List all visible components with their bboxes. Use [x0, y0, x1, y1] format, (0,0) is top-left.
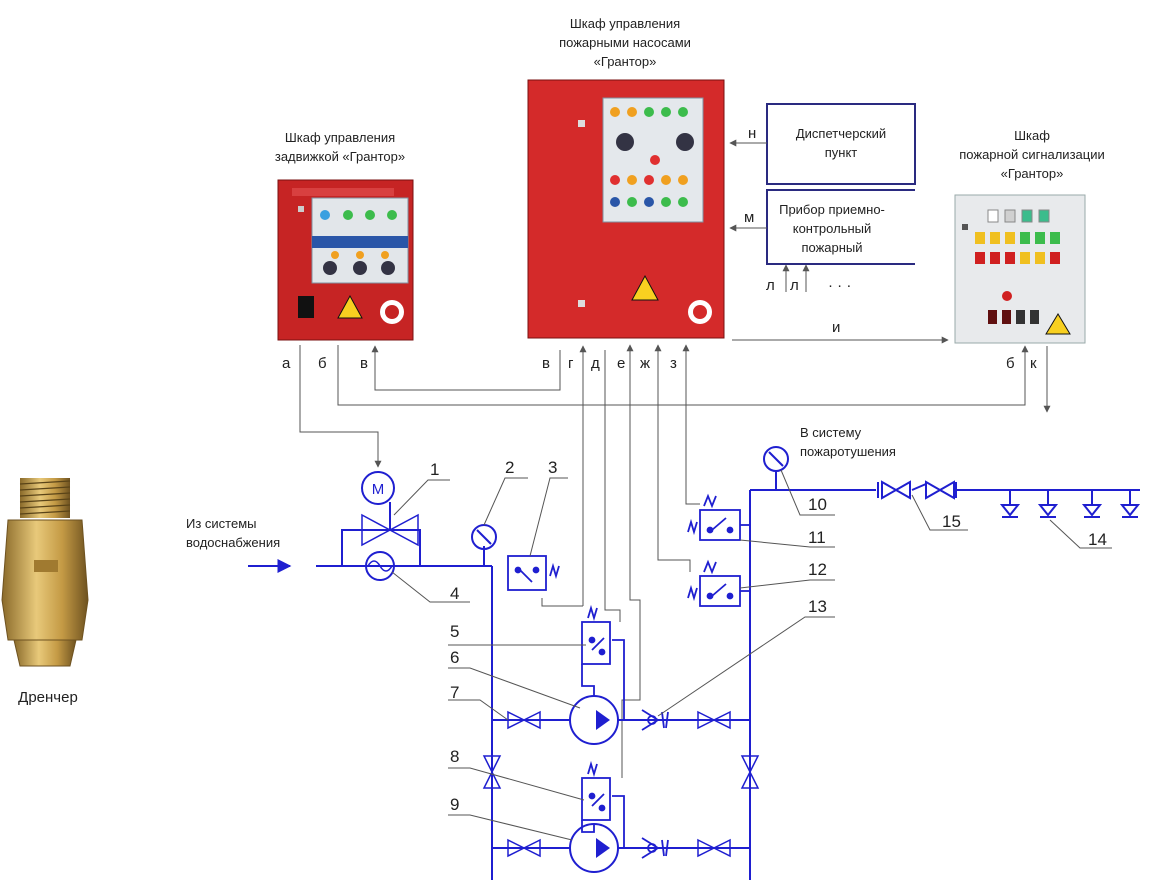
- label-1: 1: [430, 460, 439, 479]
- letter-dots: · · ·: [828, 277, 851, 294]
- valve-cabinet-caption-2: задвижкой «Грантор»: [275, 149, 405, 164]
- pump-cabinet-caption-2: пожарными насосами: [559, 35, 691, 50]
- dispatch-box: [766, 103, 916, 185]
- letter-d: д: [591, 355, 600, 372]
- label-4: 4: [450, 584, 459, 603]
- pressure-switch-12-icon: [687, 559, 750, 607]
- pressure-switch-5-icon: [581, 604, 625, 720]
- alarm-cabinet-caption-2: пожарной сигнализации: [959, 147, 1104, 162]
- letter-n: н: [748, 125, 756, 142]
- detector-label-2: контрольный: [793, 221, 872, 236]
- label-7: 7: [450, 683, 459, 702]
- label-13: 13: [808, 597, 827, 616]
- label-12: 12: [808, 560, 827, 579]
- water-in-label-1: Из системы: [186, 516, 257, 531]
- alarm-cabinet-caption-1: Шкаф: [1014, 128, 1050, 143]
- label-11: 11: [808, 528, 826, 547]
- letter-z: з: [670, 355, 677, 372]
- label-14: 14: [1088, 530, 1107, 549]
- control-wiring: [299, 139, 1051, 778]
- letter-zh: ж: [640, 355, 650, 372]
- to-system-label-2: пожаротушения: [800, 444, 896, 459]
- label-8: 8: [450, 747, 459, 766]
- motor-icon: M: [361, 471, 395, 505]
- valve-cabinet-caption-1: Шкаф управления: [285, 130, 395, 145]
- dispatch-label-1: Диспетчерский: [796, 126, 886, 141]
- label-10: 10: [808, 495, 827, 514]
- pressure-switch-8-icon: [581, 760, 625, 848]
- pressure-gauge-10-icon: [763, 446, 789, 472]
- pipeline: [248, 470, 1141, 880]
- pump-cabinet-caption-3: «Грантор»: [594, 54, 657, 69]
- svg-text:M: M: [372, 481, 385, 498]
- letter-b-left: б: [318, 355, 327, 372]
- detector-box: [766, 189, 915, 265]
- alarm-cabinet-caption-3: «Грантор»: [1001, 166, 1064, 181]
- fire-alarm-cabinet: [954, 194, 1086, 344]
- check-valve-2-icon: [641, 837, 669, 859]
- letter-l-1: л: [766, 277, 775, 294]
- label-9: 9: [450, 795, 459, 814]
- letter-a: а: [282, 355, 291, 372]
- letter-e: е: [617, 355, 625, 372]
- drencher-caption: Дренчер: [18, 689, 78, 706]
- flow-meter-icon: [365, 551, 395, 581]
- label-15: 15: [942, 512, 961, 531]
- dispatch-label-2: пункт: [825, 145, 858, 160]
- label-5: 5: [450, 622, 459, 641]
- detector-label-1: Прибор приемно-: [779, 202, 885, 217]
- letter-k: к: [1030, 355, 1037, 372]
- letter-b-right: б: [1006, 355, 1015, 372]
- letter-l-2: л: [790, 277, 799, 294]
- label-2: 2: [505, 458, 514, 477]
- valve-control-cabinet: [277, 179, 414, 341]
- letter-m: м: [744, 209, 754, 226]
- letter-v-right: в: [542, 355, 550, 372]
- pressure-switch-3-icon: [507, 555, 560, 591]
- pressure-gauge-icon: [471, 524, 497, 550]
- to-system-label-1: В систему: [800, 425, 862, 440]
- pump-cabinet-caption-1: Шкаф управления: [570, 16, 680, 31]
- label-3: 3: [548, 458, 557, 477]
- label-6: 6: [450, 648, 459, 667]
- letter-i: и: [832, 319, 840, 336]
- pump-1-icon: [569, 695, 619, 745]
- detector-label-3: пожарный: [801, 240, 862, 255]
- pump-control-cabinet: [527, 79, 725, 339]
- check-valve-1-icon: [641, 709, 669, 731]
- water-in-label-2: водоснабжения: [186, 535, 280, 550]
- letter-v-left: в: [360, 355, 368, 372]
- callout-leaders: [391, 469, 1112, 841]
- letter-g: г: [568, 355, 574, 372]
- drencher-image: [1, 478, 89, 667]
- pressure-switch-11-icon: [687, 493, 750, 541]
